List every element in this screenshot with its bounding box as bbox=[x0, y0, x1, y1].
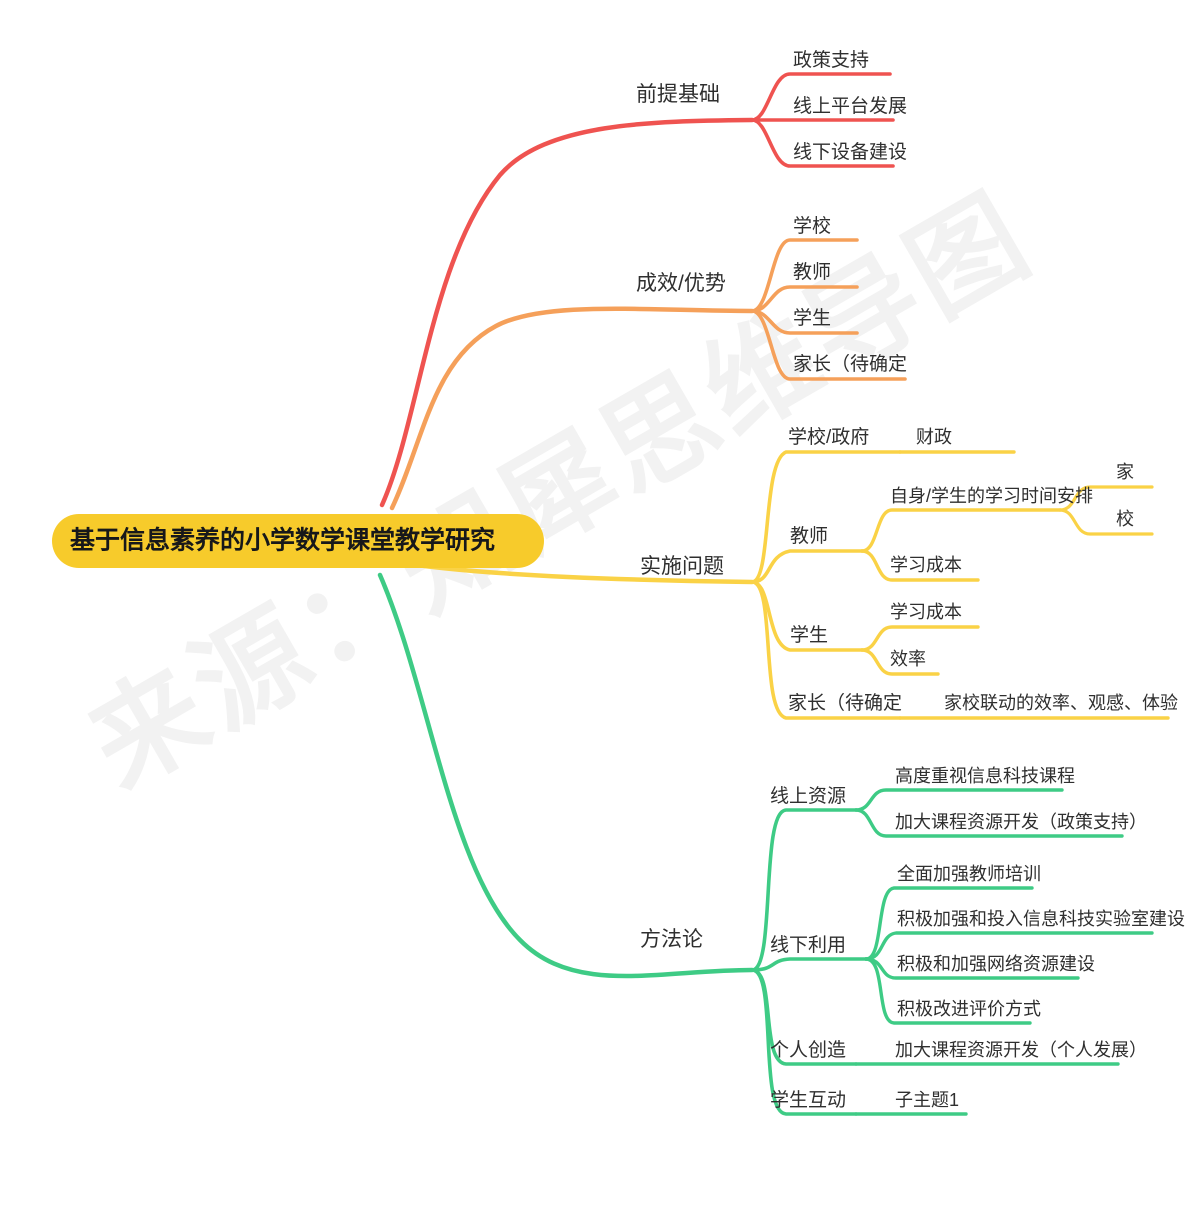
node-label-methodology-child-3[interactable]: 学生互动 bbox=[770, 1089, 846, 1111]
node-label-issues-child-1-0-0[interactable]: 家 bbox=[1116, 462, 1134, 482]
branch-premise[interactable]: 前提基础 政策支持 线上平台发展 线下设备建设 bbox=[379, 49, 907, 508]
node-label-issues-child-3-0[interactable]: 家校联动的效率、观感、体验 bbox=[944, 693, 1178, 713]
node-label-premise-child-2[interactable]: 线下设备建设 bbox=[793, 141, 907, 163]
branch-premise-link-2 bbox=[750, 118, 895, 168]
branch-issues-link-1 bbox=[750, 549, 864, 584]
node-label-issues-child-0[interactable]: 学校/政府 bbox=[788, 426, 869, 448]
branch-issues-link-1-0-1 bbox=[1058, 508, 1154, 536]
branch-issues-link-1-0 bbox=[860, 508, 1062, 553]
root-node-shape[interactable] bbox=[52, 514, 544, 568]
branch-issues-link-2-0 bbox=[860, 625, 980, 652]
branch-methodology-link-1-0 bbox=[864, 886, 1034, 961]
root-node[interactable]: 基于信息素养的小学数学课堂教学研究 bbox=[52, 514, 544, 568]
node-label-methodology-child-0-0[interactable]: 高度重视信息科技课程 bbox=[895, 766, 1075, 786]
branch-issues-link-3 bbox=[750, 580, 902, 720]
node-label-methodology-child-1-2[interactable]: 积极和加强网络资源建设 bbox=[897, 954, 1095, 974]
node-label-methodology-child-1-0[interactable]: 全面加强教师培训 bbox=[897, 864, 1041, 884]
node-label-issues-child-2[interactable]: 学生 bbox=[790, 624, 828, 646]
branch-methodology[interactable]: 方法论 线上资源 高度重视信息科技课程 加大课程资源开发（政策支持） 线下利用 … bbox=[377, 572, 1185, 1116]
node-label-methodology-child-2[interactable]: 个人创造 bbox=[770, 1039, 846, 1061]
branch-methodology-link-0 bbox=[750, 808, 858, 972]
node-label-benefits-child-2[interactable]: 学生 bbox=[793, 307, 831, 329]
node-label-premise-child-1[interactable]: 线上平台发展 bbox=[793, 95, 907, 117]
branch-benefits[interactable]: 成效/优势 学校 教师 学生 家长（待确定 bbox=[389, 215, 907, 511]
node-label-methodology-child-0-1[interactable]: 加大课程资源开发（政策支持） bbox=[895, 812, 1147, 832]
branch-methodology-link-1 bbox=[750, 957, 868, 972]
branch-benefits-link-3 bbox=[750, 309, 907, 381]
node-label-issues-child-2-0[interactable]: 学习成本 bbox=[890, 602, 962, 622]
node-label-premise[interactable]: 前提基础 bbox=[636, 83, 720, 106]
node-label-issues-child-1-0[interactable]: 自身/学生的学习时间安排 bbox=[890, 486, 1093, 506]
branch-issues-link-2-1 bbox=[860, 648, 940, 676]
branch-premise-trunk bbox=[379, 117, 755, 508]
branch-issues[interactable]: 实施问题 学校/政府 财政 教师 自身/学生的学习时间安排 家 校 学习成本 学… bbox=[393, 426, 1178, 720]
branch-methodology-link-1-3 bbox=[864, 957, 1032, 1025]
branch-methodology-link-0-0 bbox=[854, 788, 1064, 812]
node-label-methodology-child-2-0[interactable]: 加大课程资源开发（个人发展） bbox=[895, 1040, 1147, 1060]
node-label-issues-child-1[interactable]: 教师 bbox=[790, 525, 828, 547]
node-label-issues-child-1-1[interactable]: 学习成本 bbox=[890, 555, 962, 575]
node-label-methodology-child-1-3[interactable]: 积极改进评价方式 bbox=[897, 999, 1041, 1019]
node-label-methodology[interactable]: 方法论 bbox=[640, 928, 703, 951]
node-label-benefits[interactable]: 成效/优势 bbox=[636, 272, 726, 295]
node-label-methodology-child-1-1[interactable]: 积极加强和投入信息科技实验室建设 bbox=[897, 909, 1185, 929]
node-label-methodology-child-0[interactable]: 线上资源 bbox=[770, 785, 846, 807]
branch-methodology-trunk bbox=[377, 572, 755, 979]
branch-benefits-link-0 bbox=[750, 238, 859, 313]
node-label-methodology-child-3-0[interactable]: 子主题1 bbox=[895, 1090, 959, 1110]
node-label-premise-child-0[interactable]: 政策支持 bbox=[793, 49, 869, 71]
branch-benefits-trunk bbox=[389, 306, 755, 511]
node-label-benefits-child-1[interactable]: 教师 bbox=[793, 261, 831, 283]
branch-methodology-link-3 bbox=[750, 968, 858, 1116]
branch-issues-link-1-1 bbox=[860, 549, 980, 582]
node-label-issues-child-3[interactable]: 家长（待确定 bbox=[788, 692, 902, 714]
node-label-issues-child-2-1[interactable]: 效率 bbox=[890, 649, 926, 669]
node-label-benefits-child-0[interactable]: 学校 bbox=[793, 215, 831, 237]
node-label-issues-child-0-0[interactable]: 财政 bbox=[916, 427, 952, 447]
node-label-benefits-child-3[interactable]: 家长（待确定 bbox=[793, 353, 907, 375]
node-label-methodology-child-1[interactable]: 线下利用 bbox=[770, 934, 846, 956]
branch-methodology-link-0-1 bbox=[854, 808, 1124, 838]
root-node-label[interactable]: 基于信息素养的小学数学课堂教学研究 bbox=[70, 526, 495, 555]
node-label-issues-child-1-0-1[interactable]: 校 bbox=[1116, 509, 1134, 529]
branch-issues-link-0 bbox=[750, 450, 902, 584]
node-label-issues[interactable]: 实施问题 bbox=[640, 555, 724, 578]
